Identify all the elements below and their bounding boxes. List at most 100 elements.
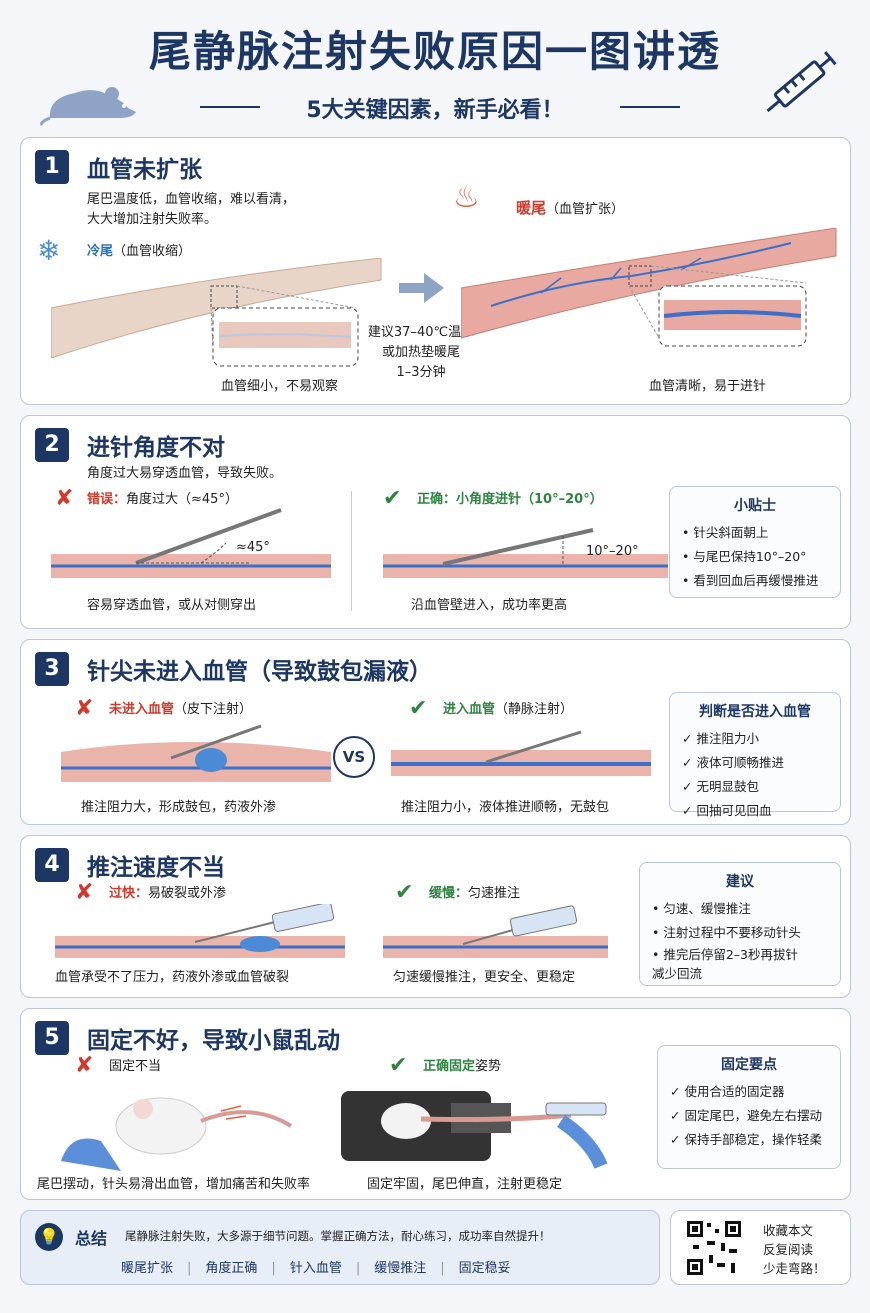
cold-tail-illustration — [51, 258, 382, 367]
tip-item: ✓ 推注阻力小 — [682, 731, 759, 746]
subcutaneous-illustration — [61, 724, 331, 782]
good-caption: 固定牢固，尾巴伸直，注射更稳定 — [367, 1177, 563, 1192]
summary-panel: 💡 总结 尾静脉注射失败，大多源于细节问题。掌握正确方法，耐心练习，成功率自然提… — [20, 1210, 660, 1285]
cross-icon: ✘ — [75, 696, 94, 721]
tip-item: • 注射过程中不要移动针头 — [652, 925, 801, 940]
desc-line-1: 尾巴温度低，血管收缩，难以看清， — [87, 192, 296, 207]
tips-title: 建议 — [726, 874, 754, 890]
cross-icon: ✘ — [55, 486, 74, 511]
good-label: 正确： — [417, 492, 457, 507]
bad-label: 过快： — [109, 886, 149, 901]
good-label: 缓慢： — [429, 886, 469, 901]
section-needle-not-in-vein: 3 针尖未进入血管（导致鼓包漏液） ✘ 未进入血管（皮下注射） 推注阻力大，形成… — [20, 639, 851, 825]
summary-label: 总结 — [75, 1229, 108, 1248]
bad-angle-value: ≈45° — [236, 540, 270, 555]
wrong-angle-label: 错误：角度过大（≈45°） — [87, 490, 238, 510]
tips-title: 固定要点 — [721, 1057, 777, 1073]
good-note: （静脉注射） — [495, 702, 574, 717]
heat-icon: ♨ — [453, 180, 480, 215]
warm-tail-illustration — [461, 228, 837, 347]
qr-text: 收藏本文 反复阅读 少走弯路！ — [763, 1221, 826, 1278]
section-title: 固定不好，导致小鼠乱动 — [87, 1028, 340, 1054]
warm-label: 暖尾 — [516, 199, 547, 217]
bad-caption: 容易穿透血管，或从对侧穿出 — [87, 598, 257, 613]
summary-key: 暖尾扩张 — [121, 1261, 174, 1276]
cold-note: （血管收缩） — [113, 244, 192, 259]
bad-caption: 尾巴摆动，针头易滑出血管，增加痛苦和失败率 — [37, 1177, 311, 1192]
too-fast-row: 过快：易破裂或外渗 — [109, 884, 226, 904]
tip-item: • 针尖斜面朝上 — [682, 525, 769, 540]
warm-caption: 血管清晰，易于进针 — [649, 379, 767, 394]
section-injection-speed: 4 推注速度不当 ✘ 过快：易破裂或外渗 血管承受不了压力，药液外渗或血管破裂 … — [20, 835, 851, 998]
bad-caption: 推注阻力大，形成鼓包，药液外渗 — [81, 800, 277, 815]
warm-tail-label: 暖尾（血管扩张） — [516, 198, 624, 220]
subtitle-divider-left — [200, 106, 260, 108]
good-angle-value: 10°–20° — [586, 544, 639, 559]
section-title: 血管未扩张 — [87, 157, 202, 183]
vs-badge: VS — [333, 736, 375, 778]
syringe-icon — [766, 51, 837, 113]
good-text: 匀速推注 — [468, 886, 521, 901]
slow-injection-illustration — [383, 905, 608, 958]
bad-caption: 血管承受不了压力，药液外渗或血管破裂 — [55, 970, 290, 985]
arrow-right-icon — [399, 273, 444, 303]
good-restraint-label: 正确固定姿势 — [423, 1057, 501, 1077]
lightbulb-icon: 💡 — [35, 1223, 63, 1251]
summary-text: 尾静脉注射失败，大多源于细节问题。掌握正确方法，耐心练习，成功率自然提升！ — [125, 1229, 551, 1243]
section-number: 4 — [35, 848, 69, 882]
snowflake-icon: ❄ — [37, 234, 61, 267]
steep-needle-illustration — [51, 508, 331, 578]
warm-note: （血管扩张） — [546, 202, 625, 217]
warming-advice: 建议37–40℃温水或加热垫暖尾 1–3分钟 — [366, 323, 476, 383]
summary-keys: 暖尾扩张|角度正确|针入血管|缓慢推注|固定稳妥 — [121, 1261, 511, 1276]
section-desc: 尾巴温度低，血管收缩，难以看清， 大大增加注射失败率。 — [87, 190, 295, 230]
cross-icon: ✘ — [75, 1053, 94, 1078]
advice-line-3: 1–3分钟 — [396, 365, 446, 380]
check-icon: ✔ — [389, 1053, 408, 1078]
page-title: 尾静脉注射失败原因一图讲透 — [148, 27, 721, 76]
qr-panel: 收藏本文 反复阅读 少走弯路！ — [670, 1210, 851, 1285]
summary-key: 针入血管 — [289, 1261, 342, 1276]
fast-injection-illustration — [55, 904, 345, 958]
tip-item: • 看到回血后再缓慢推进 — [682, 573, 819, 588]
tips-title: 判断是否进入血管 — [699, 704, 811, 720]
section-title: 进针角度不对 — [87, 435, 225, 461]
check-icon: ✔ — [395, 880, 414, 905]
tip-item: ✓ 无明显鼓包 — [682, 779, 759, 794]
advice-line-1: 建议37–40℃温水 — [367, 325, 475, 340]
bad-text: 易破裂或外渗 — [148, 886, 227, 901]
page-subtitle: 5大关键因素，新手必看！ — [306, 98, 564, 123]
section-title: 针尖未进入血管（导致鼓包漏液） — [87, 659, 432, 685]
intravenous-illustration — [391, 730, 651, 776]
section-number: 2 — [35, 428, 69, 462]
cold-caption: 血管细小，不易观察 — [221, 379, 339, 394]
good-label-row: 进入血管（静脉注射） — [443, 700, 573, 720]
bad-note: （皮下注射） — [174, 702, 253, 717]
qr-line: 反复阅读 — [763, 1242, 814, 1257]
cross-icon: ✘ — [75, 880, 94, 905]
tip-item: • 与尾巴保持10°–20° — [682, 549, 807, 564]
section-restraint: 5 固定不好，导致小鼠乱动 ✘ 固定不当 尾巴摆动，针头易滑出血管，增加痛苦和失… — [20, 1008, 851, 1200]
cold-label: 冷尾 — [87, 244, 114, 259]
qr-line: 收藏本文 — [763, 1223, 814, 1238]
good-label: 正确固定 — [423, 1059, 476, 1074]
desc-line-2: 大大增加注射失败率。 — [87, 212, 218, 227]
bad-label: 未进入血管 — [109, 702, 175, 717]
subtitle-divider-right — [620, 106, 680, 108]
good-label: 进入血管 — [443, 702, 496, 717]
tip-item: 减少回流 — [652, 966, 703, 981]
section-number: 1 — [35, 150, 69, 184]
bad-restraint-label: 固定不当 — [109, 1059, 162, 1074]
vertical-divider — [351, 491, 352, 611]
tip-item: • 匀速、缓慢推注 — [652, 901, 751, 916]
shallow-needle-illustration — [383, 528, 668, 578]
check-icon: ✔ — [409, 696, 428, 721]
tip-item: ✓ 使用合适的固定器 — [670, 1084, 785, 1099]
qr-code-icon[interactable] — [685, 1219, 743, 1277]
mouse-icon — [40, 87, 136, 126]
tip-item: ✓ 固定尾巴，避免左右摆动 — [670, 1108, 822, 1123]
loose-mouse-illustration — [61, 1097, 293, 1171]
summary-key: 固定稳妥 — [458, 1261, 511, 1276]
restrainer-illustration — [341, 1091, 608, 1169]
advice-line-2: 或加热垫暖尾 — [381, 345, 460, 360]
